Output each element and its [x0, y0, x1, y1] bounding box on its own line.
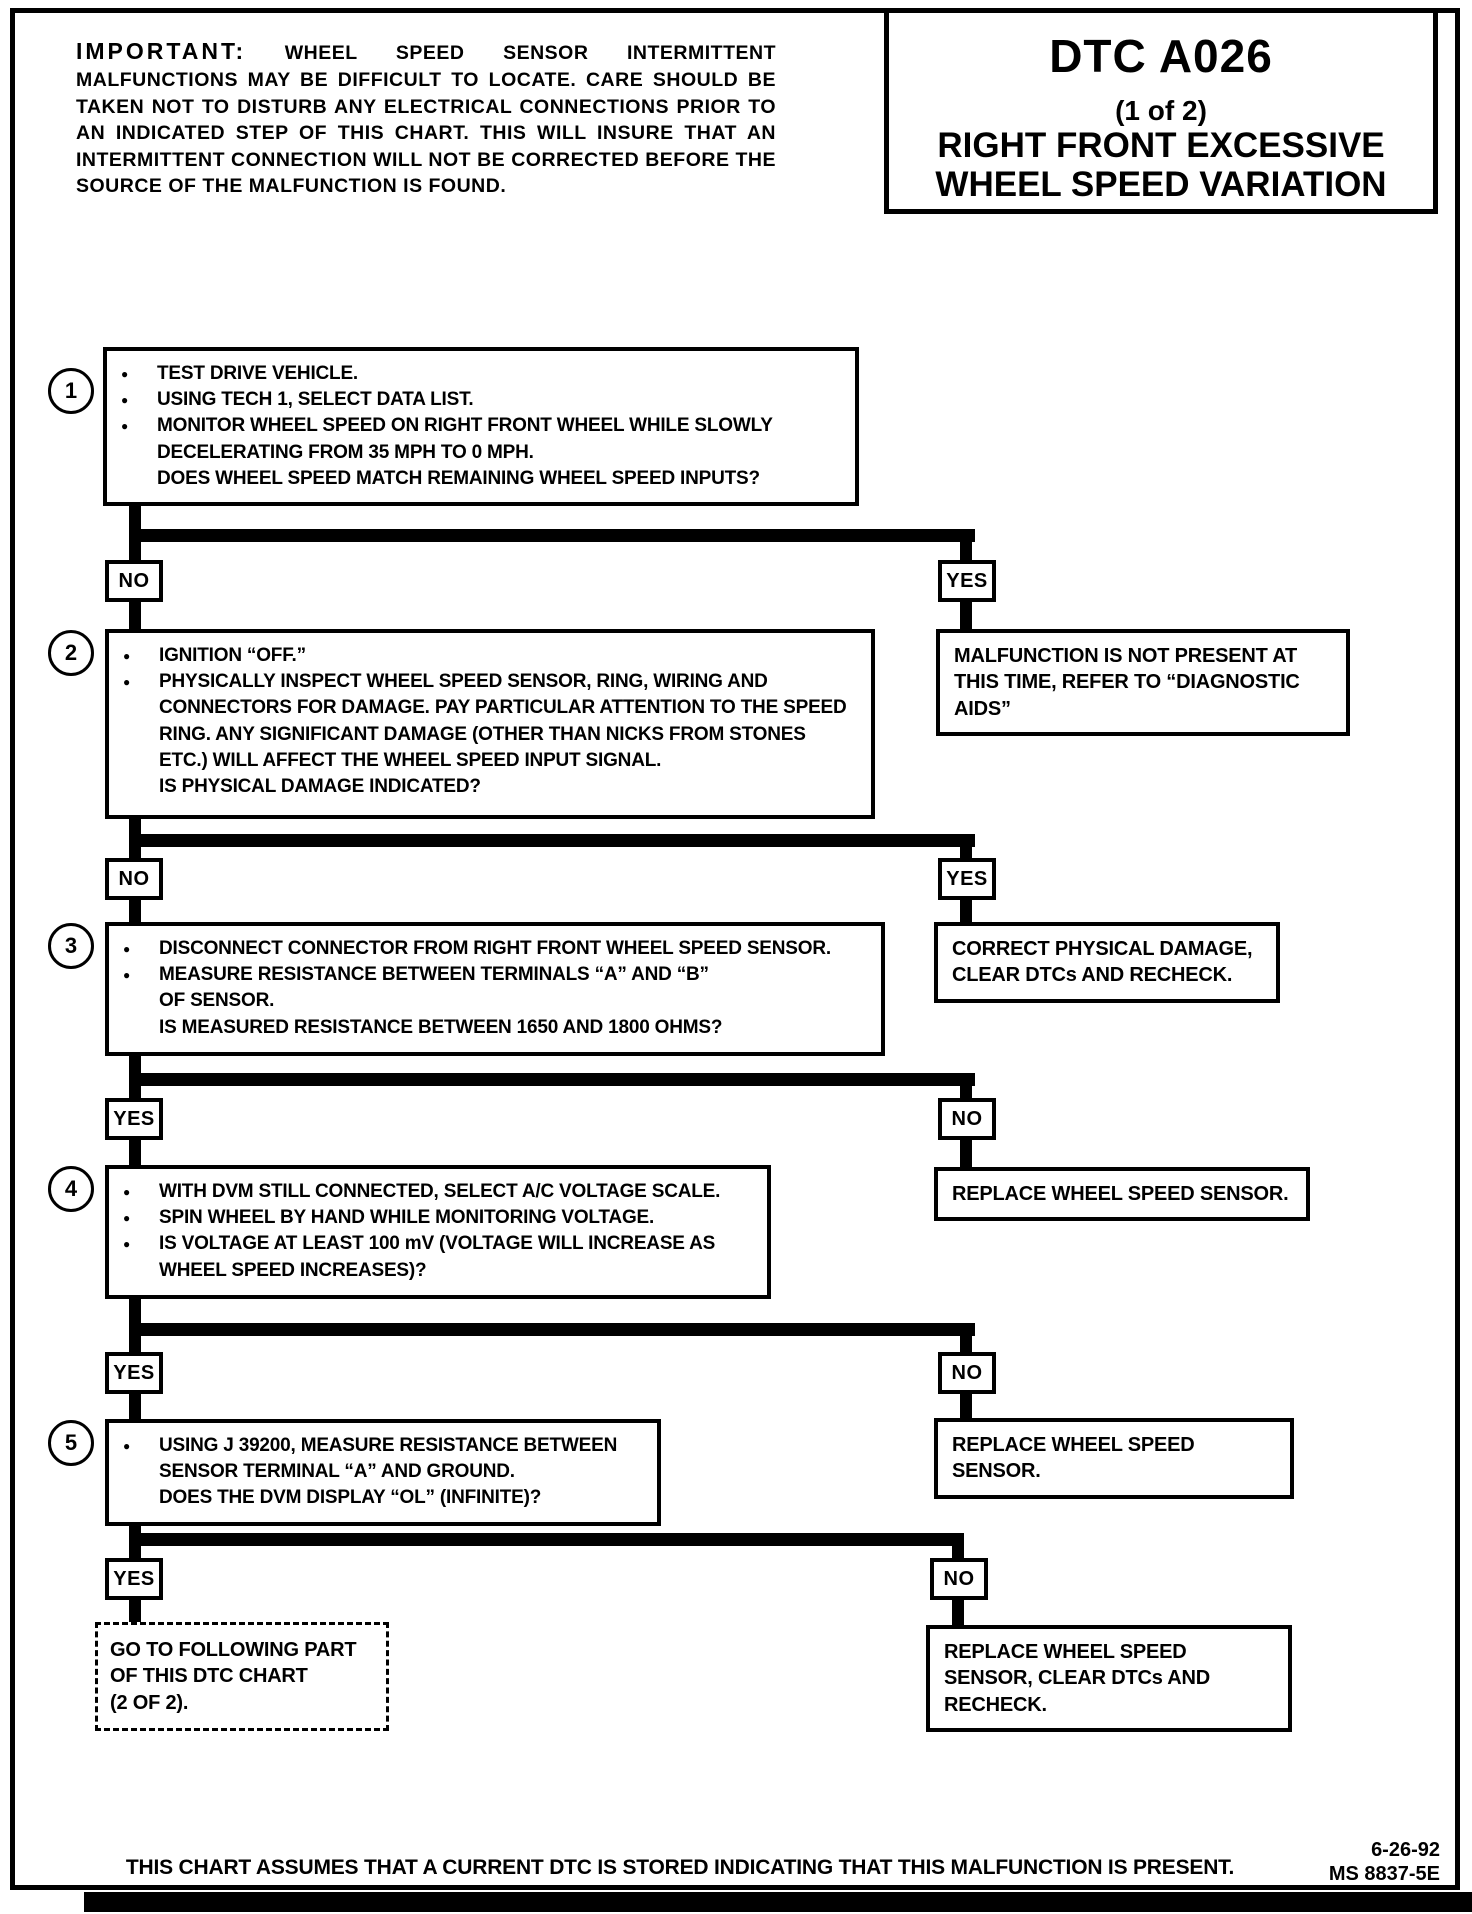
connector	[960, 1073, 972, 1102]
bullet-icon: ●	[123, 649, 131, 663]
step-text: WITH DVM STILL CONNECTED, SELECT A/C VOL…	[159, 1181, 721, 1202]
terminal-replace-sensor-2: REPLACE WHEEL SPEED SENSOR.	[934, 1418, 1294, 1499]
step-question: DOES THE DVM DISPLAY “OL” (INFINITE)?	[159, 1487, 542, 1509]
step-2-box: ● IGNITION “OFF.” ● PHYSICALLY INSPECT WHE…	[105, 629, 875, 819]
branch-no-5: NO	[930, 1558, 988, 1600]
step-text: MEASURE RESISTANCE BETWEEN TERMINALS “A”…	[159, 964, 709, 1012]
bullet-icon: ●	[123, 1211, 131, 1226]
title-line1: RIGHT FRONT EXCESSIVE	[937, 126, 1385, 165]
step-text: TEST DRIVE VEHICLE.	[157, 363, 359, 384]
terminal-malfunction-not-present: MALFUNCTION IS NOT PRESENT AT THIS TIME,…	[936, 629, 1350, 737]
branch-yes-2: YES	[938, 858, 996, 900]
dtc-code: DTC A026	[1049, 30, 1273, 82]
terminal-goto-part-2: GO TO FOLLOWING PART OF THIS DTC CHART (…	[95, 1622, 389, 1732]
bullet-icon: ●	[123, 1185, 131, 1199]
branch-yes-3: YES	[105, 1098, 163, 1140]
bullet-icon: ●	[123, 675, 131, 690]
step-4-box: ● WITH DVM STILL CONNECTED, SELECT A/C VO…	[105, 1165, 771, 1299]
goto-line: OF THIS DTC CHART	[110, 1665, 308, 1688]
connector	[952, 1533, 964, 1562]
bullet-icon: ●	[121, 393, 129, 408]
terminal-replace-sensor-1: REPLACE WHEEL SPEED SENSOR.	[934, 1167, 1310, 1222]
step-text: USING J 39200, MEASURE RESISTANCE BETWEE…	[159, 1435, 618, 1483]
bullet-icon: ●	[123, 942, 131, 956]
branch-no-3: NO	[938, 1098, 996, 1140]
step-question: DOES WHEEL SPEED MATCH REMAINING WHEEL S…	[157, 467, 760, 489]
bottom-scan-bar	[84, 1892, 1472, 1912]
title-box: DTC A026 (1 of 2) RIGHT FRONT EXCESSIVE …	[884, 8, 1438, 214]
title-line2: WHEEL SPEED VARIATION	[935, 164, 1387, 204]
important-body: WHEEL SPEED SENSOR INTERMITTENT MALFUNCT…	[76, 42, 776, 198]
connector	[129, 898, 141, 926]
goto-line: (2 OF 2).	[110, 1691, 189, 1714]
step-question: IS MEASURED RESISTANCE BETWEEN 1650 AND …	[159, 1016, 723, 1038]
connector	[960, 1138, 972, 1170]
connector	[129, 1392, 141, 1422]
step-text: IGNITION “OFF.”	[159, 645, 306, 666]
connector	[129, 1138, 141, 1168]
footer-doc-code: MS 8837-5E	[1328, 1863, 1440, 1885]
bullet-icon: ●	[121, 367, 129, 381]
step-number-3: 3	[48, 923, 94, 969]
terminal-correct-damage: CORRECT PHYSICAL DAMAGE, CLEAR DTCs AND …	[934, 922, 1280, 1003]
bullet-icon: ●	[123, 1439, 131, 1453]
bullet-icon: ●	[121, 419, 129, 434]
step-text: DISCONNECT CONNECTOR FROM RIGHT FRONT WH…	[159, 938, 831, 959]
connector	[129, 1073, 975, 1086]
branch-no-2: NO	[105, 858, 163, 900]
connector	[129, 834, 975, 847]
page-border	[10, 8, 1460, 1890]
step-number-2: 2	[48, 630, 94, 676]
important-note: IMPORTANT: WHEEL SPEED SENSOR INTERMITTE…	[76, 36, 776, 200]
branch-yes-1: YES	[938, 560, 996, 602]
step-number-1: 1	[48, 368, 94, 414]
step-3-box: ● DISCONNECT CONNECTOR FROM RIGHT FRONT W…	[105, 922, 885, 1056]
bullet-icon: ●	[123, 968, 131, 983]
step-text: SPIN WHEEL BY HAND WHILE MONITORING VOLT…	[159, 1207, 655, 1229]
step-1-box: ● TEST DRIVE VEHICLE. ● USING TECH 1, SELE…	[103, 347, 859, 507]
step-text: IS VOLTAGE AT LEAST 100 mV (VOLTAGE WILL…	[159, 1233, 716, 1281]
important-label: IMPORTANT:	[76, 38, 247, 64]
footer-date: 6-26-92	[1371, 1839, 1440, 1861]
step-5-box: ● USING J 39200, MEASURE RESISTANCE BETWE…	[105, 1419, 661, 1526]
branch-yes-4: YES	[105, 1352, 163, 1394]
step-number-4: 4	[48, 1166, 94, 1212]
branch-yes-5: YES	[105, 1558, 163, 1600]
connector	[129, 1598, 141, 1626]
step-text: PHYSICALLY INSPECT WHEEL SPEED SENSOR, R…	[159, 671, 847, 771]
connector	[129, 529, 975, 542]
connector	[960, 602, 972, 632]
connector	[960, 834, 972, 862]
terminal-replace-sensor-clear: REPLACE WHEEL SPEED SENSOR, CLEAR DTCs A…	[926, 1625, 1292, 1733]
connector	[960, 529, 972, 565]
title-part: (1 of 2)	[1115, 95, 1207, 126]
connector	[129, 600, 141, 631]
step-text: USING TECH 1, SELECT DATA LIST.	[157, 389, 474, 411]
step-text: MONITOR WHEEL SPEED ON RIGHT FRONT WHEEL…	[157, 415, 773, 463]
goto-line: GO TO FOLLOWING PART	[110, 1639, 357, 1661]
footer-note: THIS CHART ASSUMES THAT A CURRENT DTC IS…	[125, 1856, 1235, 1879]
connector	[960, 1323, 972, 1356]
step-number-5: 5	[48, 1420, 94, 1466]
step-question: IS PHYSICAL DAMAGE INDICATED?	[159, 776, 481, 798]
branch-no-4: NO	[938, 1352, 996, 1394]
connector	[129, 1533, 961, 1546]
footer-id-block: 6-26-92 MS 8837-5E	[1250, 1838, 1440, 1886]
connector	[952, 1598, 964, 1628]
connector	[960, 898, 972, 926]
connector	[960, 1392, 972, 1421]
branch-no-1: NO	[105, 560, 163, 602]
bullet-icon: ●	[123, 1237, 131, 1252]
connector	[129, 1323, 975, 1336]
